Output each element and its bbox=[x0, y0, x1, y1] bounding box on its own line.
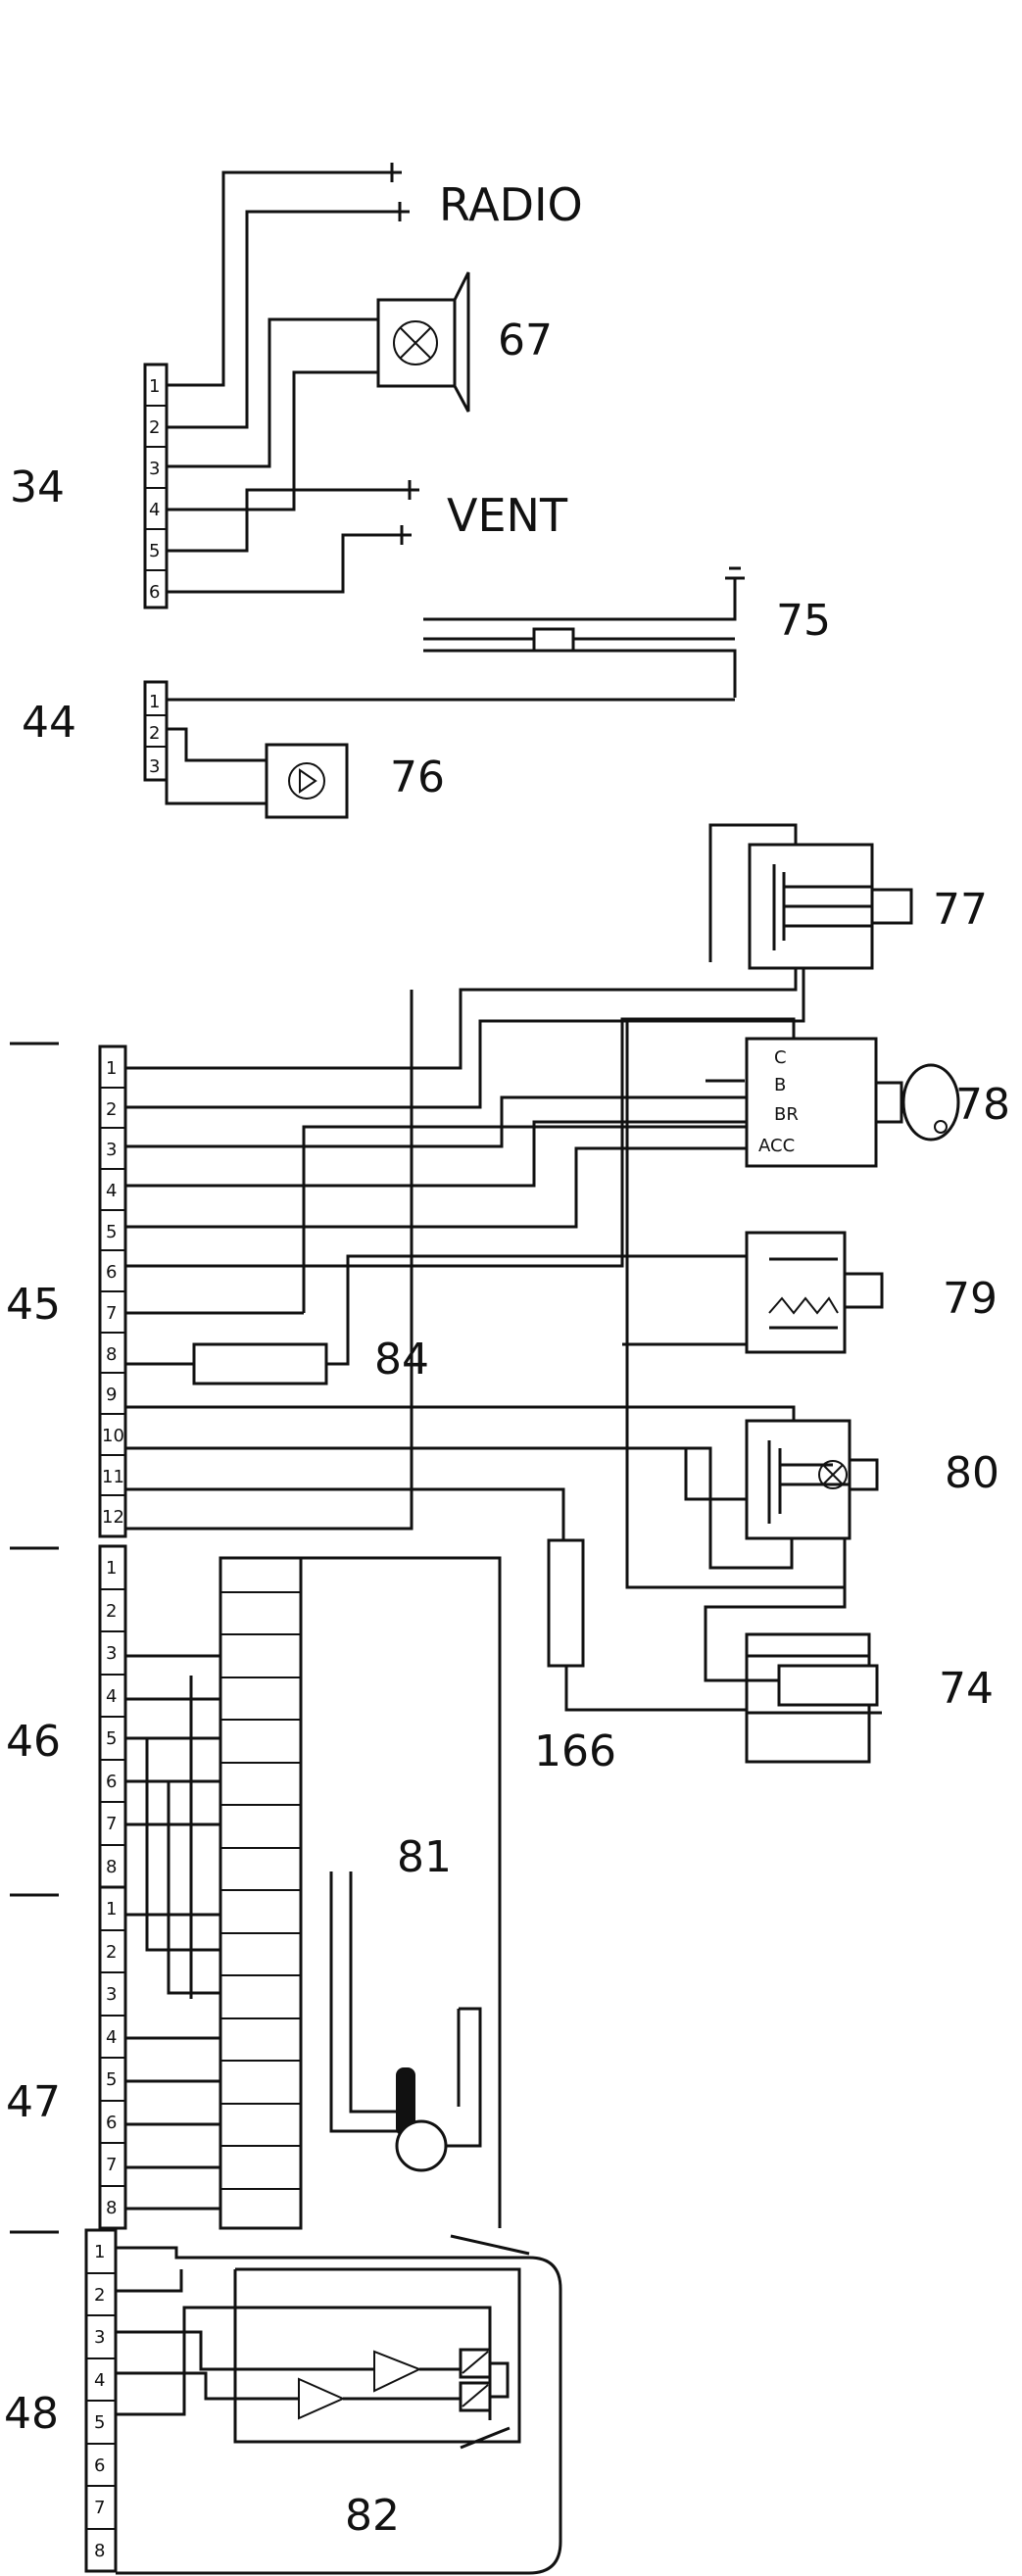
label-82: 82 bbox=[345, 2491, 400, 2541]
pin: 2 bbox=[94, 2285, 105, 2306]
pin: 8 bbox=[106, 1344, 117, 1365]
pin: 7 bbox=[106, 2155, 117, 2175]
module-81 bbox=[219, 1556, 502, 2230]
pin: 3 bbox=[106, 1643, 117, 1664]
pin: 8 bbox=[94, 2541, 105, 2561]
pin: 3 bbox=[149, 459, 160, 479]
pin: 7 bbox=[106, 1303, 117, 1324]
pin: 7 bbox=[94, 2498, 105, 2518]
connector-47: 1 2 3 4 5 6 7 8 bbox=[98, 1885, 127, 2230]
connector-34: 1 2 3 4 5 6 bbox=[143, 363, 169, 609]
connector-45: 1 2 3 4 5 6 7 8 9 10 11 12 bbox=[98, 1045, 127, 1538]
pin: 1 bbox=[94, 2242, 105, 2262]
label-78: 78 bbox=[955, 1080, 1010, 1130]
switch-br-label: BR bbox=[774, 1104, 799, 1125]
label-80: 80 bbox=[945, 1448, 999, 1498]
pin: 1 bbox=[149, 692, 160, 712]
label-46: 46 bbox=[6, 1717, 61, 1767]
pin: 7 bbox=[106, 1814, 117, 1834]
pin: 6 bbox=[94, 2455, 105, 2476]
label-48: 48 bbox=[4, 2389, 59, 2439]
vent-label: VENT bbox=[447, 489, 568, 542]
component-74 bbox=[745, 1632, 882, 1764]
switch-b-label: B bbox=[774, 1075, 786, 1095]
pin: 10 bbox=[102, 1426, 124, 1446]
pin: 5 bbox=[149, 541, 160, 561]
radio-label: RADIO bbox=[439, 178, 583, 231]
pin: 6 bbox=[106, 1262, 117, 1283]
resistor-166 bbox=[547, 1538, 585, 1668]
pin: 2 bbox=[106, 1942, 117, 1963]
speaker-67-icon bbox=[376, 271, 470, 413]
label-79: 79 bbox=[943, 1274, 998, 1324]
pin: 9 bbox=[106, 1385, 117, 1405]
ignition-switch-78: C B BR ACC bbox=[745, 1037, 960, 1168]
pin: 1 bbox=[106, 1058, 117, 1079]
label-166: 166 bbox=[534, 1726, 616, 1776]
pin: 1 bbox=[149, 376, 160, 397]
pin: 3 bbox=[149, 756, 160, 777]
connector-46: 1 2 3 4 5 6 7 8 bbox=[98, 1544, 127, 1889]
label-67: 67 bbox=[498, 316, 553, 365]
pin: 5 bbox=[94, 2412, 105, 2433]
pin: 12 bbox=[102, 1507, 124, 1528]
label-34: 34 bbox=[10, 462, 65, 512]
lamp-80 bbox=[745, 1419, 879, 1540]
pin: 3 bbox=[106, 1984, 117, 2005]
pin: 4 bbox=[94, 2370, 105, 2391]
pin: 1 bbox=[106, 1899, 117, 1920]
pin: 2 bbox=[106, 1099, 117, 1120]
pin: 1 bbox=[106, 1558, 117, 1579]
pin: 5 bbox=[106, 1222, 117, 1242]
pin: 8 bbox=[106, 1857, 117, 1877]
label-81: 81 bbox=[397, 1832, 452, 1882]
label-84: 84 bbox=[374, 1335, 429, 1385]
label-77: 77 bbox=[933, 885, 988, 935]
pin: 8 bbox=[106, 2198, 117, 2218]
label-76: 76 bbox=[390, 753, 445, 802]
pin: 5 bbox=[106, 2069, 117, 2090]
label-74: 74 bbox=[939, 1664, 994, 1714]
switch-acc-label: ACC bbox=[758, 1136, 795, 1156]
pin: 2 bbox=[149, 417, 160, 438]
pin: 4 bbox=[106, 1181, 117, 1201]
pin: 4 bbox=[106, 1686, 117, 1707]
pin: 5 bbox=[106, 1728, 117, 1749]
module-82 bbox=[116, 2234, 562, 2575]
radio-wiring bbox=[145, 163, 410, 429]
component-75 bbox=[145, 566, 745, 702]
pin: 4 bbox=[149, 500, 160, 520]
pin: 11 bbox=[102, 1467, 124, 1487]
pin: 2 bbox=[149, 723, 160, 744]
label-47: 47 bbox=[6, 2077, 61, 2127]
resistor-84 bbox=[192, 1342, 328, 1385]
pin: 4 bbox=[106, 2027, 117, 2048]
connector-48: 1 2 3 4 5 6 7 8 bbox=[84, 2228, 118, 2573]
harness-46-47 bbox=[125, 1654, 220, 2211]
pin: 6 bbox=[106, 1772, 117, 1792]
switch-c-label: C bbox=[774, 1047, 787, 1068]
pin: 2 bbox=[106, 1601, 117, 1622]
heater-79 bbox=[745, 1231, 884, 1354]
component-76-icon bbox=[265, 743, 349, 819]
label-44: 44 bbox=[22, 698, 76, 748]
pin: 6 bbox=[149, 582, 160, 603]
pin: 6 bbox=[106, 2113, 117, 2133]
pin: 3 bbox=[106, 1140, 117, 1160]
connector-44: 1 2 3 bbox=[143, 680, 169, 782]
component-77 bbox=[748, 843, 913, 970]
pin: 3 bbox=[94, 2327, 105, 2348]
label-45: 45 bbox=[6, 1280, 61, 1330]
label-75: 75 bbox=[776, 596, 831, 646]
sensor-element bbox=[396, 2067, 415, 2136]
